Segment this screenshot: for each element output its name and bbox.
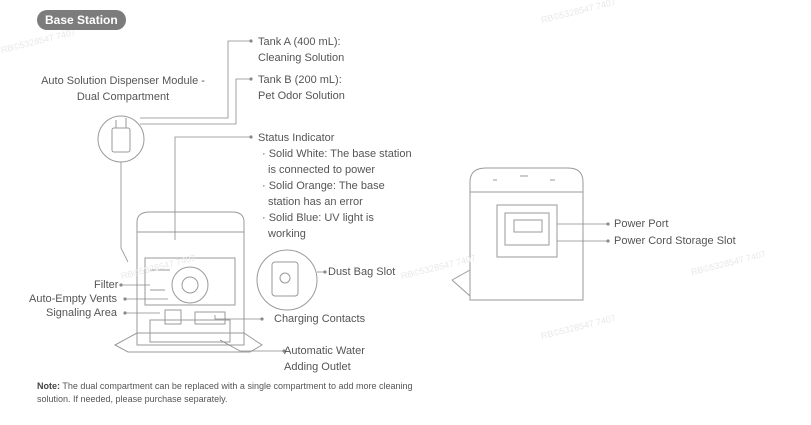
label-power-cord-storage: Power Cord Storage Slot bbox=[614, 235, 736, 247]
note-prefix: Note: bbox=[37, 381, 60, 391]
note-body: The dual compartment can be replaced wit… bbox=[37, 381, 413, 404]
label-dispenser: Auto Solution Dispenser Module -Dual Com… bbox=[41, 75, 205, 103]
label-signaling-area: Signaling Area bbox=[46, 307, 117, 319]
label-power-port: Power Port bbox=[614, 218, 669, 230]
label-filter: Filter bbox=[94, 279, 119, 291]
label-charging-contacts: Charging Contacts bbox=[274, 313, 366, 325]
label-status-indicator: Status Indicator · Solid White: The base… bbox=[258, 132, 412, 240]
label-tank-a: Tank A (400 mL):Cleaning Solution bbox=[258, 36, 345, 64]
label-dust-bag-slot: Dust Bag Slot bbox=[328, 266, 396, 278]
label-auto-empty-vents: Auto-Empty Vents bbox=[29, 293, 118, 305]
section-badge: Base Station bbox=[37, 10, 126, 30]
label-tank-b: Tank B (200 mL):Pet Odor Solution bbox=[258, 74, 345, 102]
note-text: Note: The dual compartment can be replac… bbox=[37, 380, 417, 406]
